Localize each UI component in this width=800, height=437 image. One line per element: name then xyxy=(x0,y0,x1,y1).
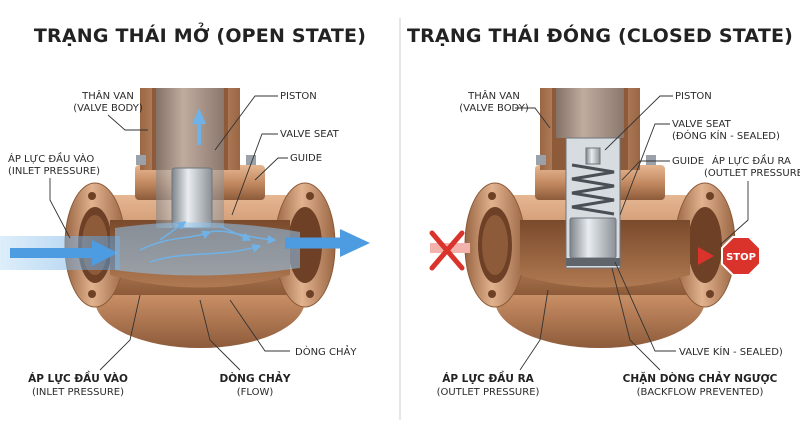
open-flow-bottom-label: DÒNG CHẢY xyxy=(220,371,291,385)
open-valve-illustration xyxy=(64,88,336,348)
open-piston-label: PISTON xyxy=(280,91,317,102)
closed-labels: THÂN VAN (VALVE BODY) PISTON VALVE SEAT … xyxy=(437,89,800,398)
open-inlet-pressure-top-label: ÁP LỰC ĐẦU VÀO xyxy=(8,151,94,165)
closed-state-title: TRẠNG THÁI ĐÓNG (CLOSED STATE) xyxy=(407,23,793,47)
closed-outlet-pressure-top-sublabel: (OUTLET PRESSURE) xyxy=(704,168,800,179)
open-labels: THÂN VAN (VALVE BODY) PISTON VALVE SEAT … xyxy=(8,89,357,398)
closed-valve-illustration xyxy=(464,88,736,348)
closed-guide-label: GUIDE xyxy=(672,156,704,167)
closed-valve-sealed-label: VALVE KÍN - SEALED) xyxy=(679,345,783,358)
closed-valve-body-label: THÂN VAN xyxy=(467,89,520,102)
closed-valve-seat-sublabel: (ĐÓNG KÍN - SEALED) xyxy=(672,129,780,142)
closed-backflow-label: CHẶN DÒNG CHẢY NGƯỢC xyxy=(623,371,778,385)
open-flow-stream xyxy=(0,221,370,276)
open-guide-label: GUIDE xyxy=(290,153,322,164)
open-flow-bottom-sublabel: (FLOW) xyxy=(237,387,274,398)
open-valve-body-label: THÂN VAN xyxy=(81,89,134,102)
open-state-title: TRẠNG THÁI MỞ (OPEN STATE) xyxy=(34,22,366,47)
closed-backflow-sublabel: (BACKFLOW PREVENTED) xyxy=(637,387,764,398)
open-inlet-pressure-bottom-sublabel: (INLET PRESSURE) xyxy=(32,387,124,398)
closed-valve-body-sublabel: (VALVE BODY) xyxy=(459,103,529,114)
open-inlet-pressure-top-sublabel: (INLET PRESSURE) xyxy=(8,166,100,177)
backflow-arrow xyxy=(670,247,714,265)
blocked-inlet-x-icon xyxy=(429,230,470,271)
open-inlet-pressure-bottom-label: ÁP LỰC ĐẦU VÀO xyxy=(28,371,128,385)
closed-outlet-pressure-top-label: ÁP LỰC ĐẦU RA xyxy=(712,153,791,167)
closed-outlet-pressure-bottom-sublabel: (OUTLET PRESSURE) xyxy=(437,387,540,398)
closed-piston-label: PISTON xyxy=(675,91,712,102)
open-valve-body-sublabel: (VALVE BODY) xyxy=(73,103,143,114)
stop-sign-text: STOP xyxy=(726,252,756,263)
open-flow-right-label: DÒNG CHẢY xyxy=(295,344,357,358)
closed-outlet-pressure-bottom-label: ÁP LỰC ĐẦU RA xyxy=(442,371,534,385)
open-valve-seat-label: VALVE SEAT xyxy=(280,129,340,140)
stop-sign-icon: STOP xyxy=(721,236,761,276)
closed-valve-seat-label: VALVE SEAT xyxy=(672,119,732,130)
